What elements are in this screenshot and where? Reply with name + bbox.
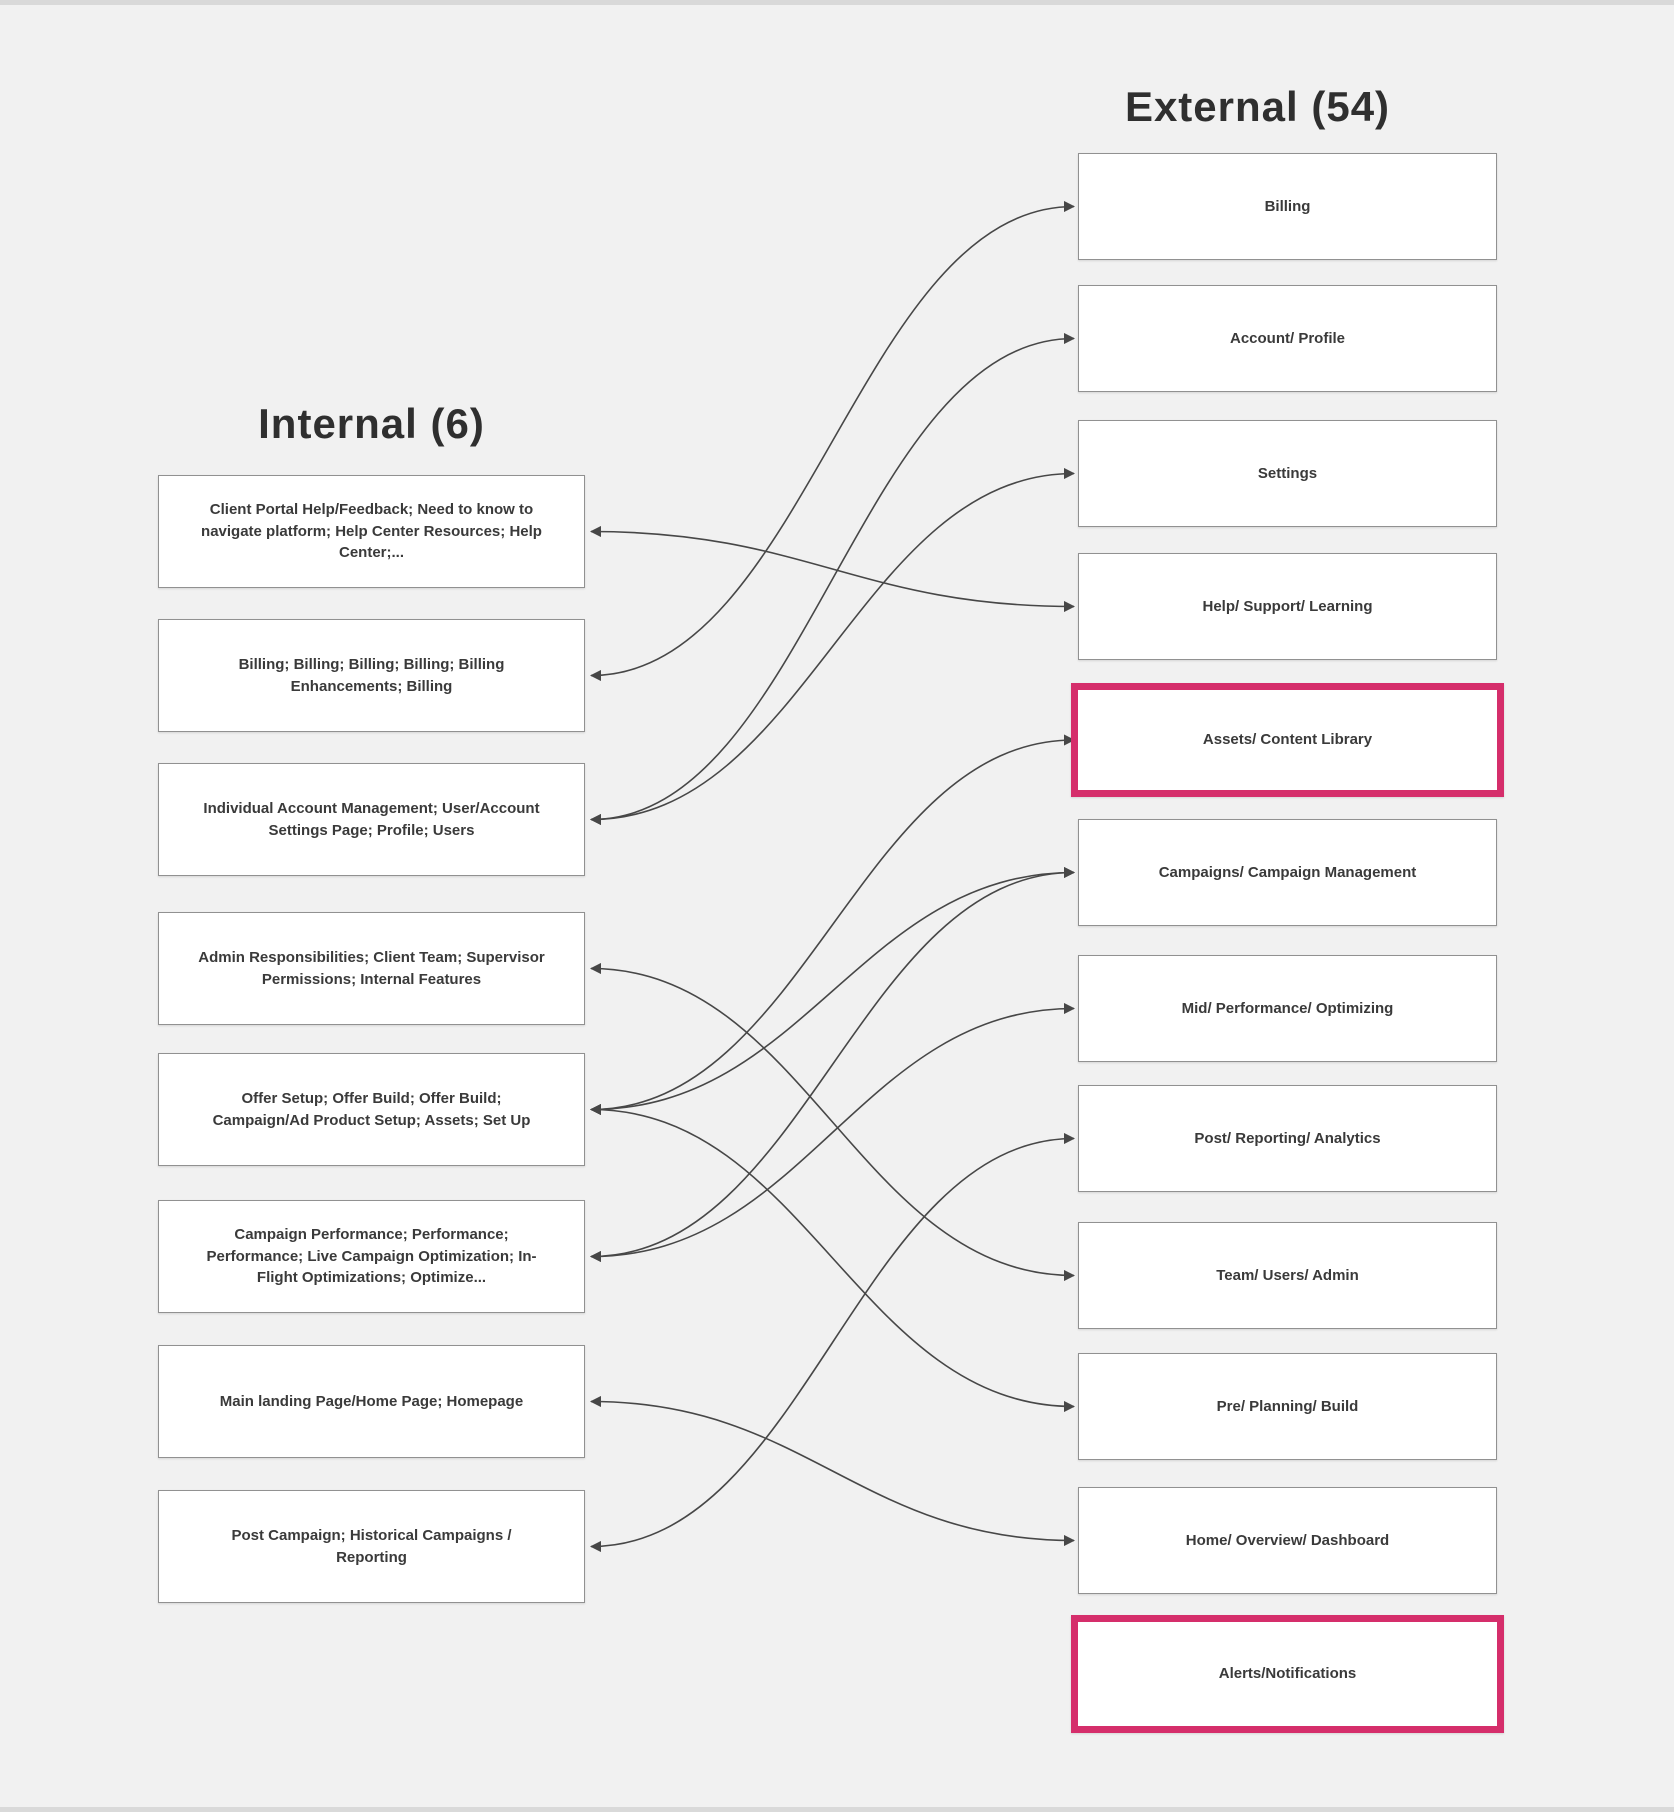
internal-box-homepage[interactable]: Main landing Page/Home Page; Homepage (158, 1345, 585, 1458)
internal-box-admin[interactable]: Admin Responsibilities; Client Team; Sup… (158, 912, 585, 1025)
internal-box-label: Admin Responsibilities; Client Team; Sup… (198, 948, 545, 988)
bottom-edge-strip (0, 1807, 1674, 1812)
external-box-label: Settings (1257, 464, 1318, 482)
internal-box-label: Offer Setup; Offer Build; Offer Build; C… (212, 1089, 531, 1129)
external-box-assets[interactable]: Assets/ Content Library (1071, 683, 1504, 797)
internal-box-help-feedback[interactable]: Client Portal Help/Feedback; Need to kno… (158, 475, 585, 588)
internal-box-label: Main landing Page/Home Page; Homepage (219, 1392, 524, 1410)
external-box-campaigns[interactable]: Campaigns/ Campaign Management (1078, 819, 1497, 926)
external-box-settings[interactable]: Settings (1078, 420, 1497, 527)
external-box-label: Assets/ Content Library (1202, 731, 1373, 749)
external-box-post-reporting[interactable]: Post/ Reporting/ Analytics (1078, 1085, 1497, 1192)
internal-box-offer-setup[interactable]: Offer Setup; Offer Build; Offer Build; C… (158, 1053, 585, 1166)
external-box-label: Account/ Profile (1229, 329, 1345, 347)
internal-box-post-campaign[interactable]: Post Campaign; Historical Campaigns / Re… (158, 1490, 585, 1603)
external-box-label: Pre/ Planning/ Build (1216, 1397, 1359, 1415)
external-box-alerts[interactable]: Alerts/Notifications (1071, 1615, 1504, 1733)
external-box-label: Mid/ Performance/ Optimizing (1181, 999, 1394, 1017)
external-box-label: Home/ Overview/ Dashboard (1185, 1531, 1390, 1549)
external-box-team[interactable]: Team/ Users/ Admin (1078, 1222, 1497, 1329)
external-box-home[interactable]: Home/ Overview/ Dashboard (1078, 1487, 1497, 1594)
internal-column-title: Internal (6) (258, 400, 485, 447)
internal-box-label: Client Portal Help/Feedback; Need to kno… (201, 500, 542, 562)
internal-box-billing[interactable]: Billing; Billing; Billing; Billing; Bill… (158, 619, 585, 732)
external-box-label: Post/ Reporting/ Analytics (1194, 1129, 1381, 1147)
external-box-label: Alerts/Notifications (1218, 1665, 1357, 1683)
external-box-mid-performance[interactable]: Mid/ Performance/ Optimizing (1078, 955, 1497, 1062)
external-box-label: Campaigns/ Campaign Management (1158, 863, 1417, 881)
external-column-title: External (54) (1124, 83, 1391, 130)
internal-box-account-mgmt[interactable]: Individual Account Management; User/Acco… (158, 763, 585, 876)
external-box-billing[interactable]: Billing (1078, 153, 1497, 260)
external-box-label: Billing (1264, 197, 1311, 215)
external-box-pre-planning[interactable]: Pre/ Planning/ Build (1078, 1353, 1497, 1460)
internal-box-label: Billing; Billing; Billing; Billing; Bill… (238, 655, 505, 695)
top-edge-strip (0, 0, 1674, 5)
external-box-label: Help/ Support/ Learning (1202, 597, 1373, 615)
internal-box-label: Individual Account Management; User/Acco… (203, 799, 540, 839)
internal-box-label: Campaign Performance; Performance; Perfo… (206, 1225, 537, 1287)
internal-box-performance[interactable]: Campaign Performance; Performance; Perfo… (158, 1200, 585, 1313)
external-box-account[interactable]: Account/ Profile (1078, 285, 1497, 392)
external-box-label: Team/ Users/ Admin (1216, 1266, 1359, 1284)
internal-box-label: Post Campaign; Historical Campaigns / Re… (231, 1526, 512, 1566)
external-box-help[interactable]: Help/ Support/ Learning (1078, 553, 1497, 660)
